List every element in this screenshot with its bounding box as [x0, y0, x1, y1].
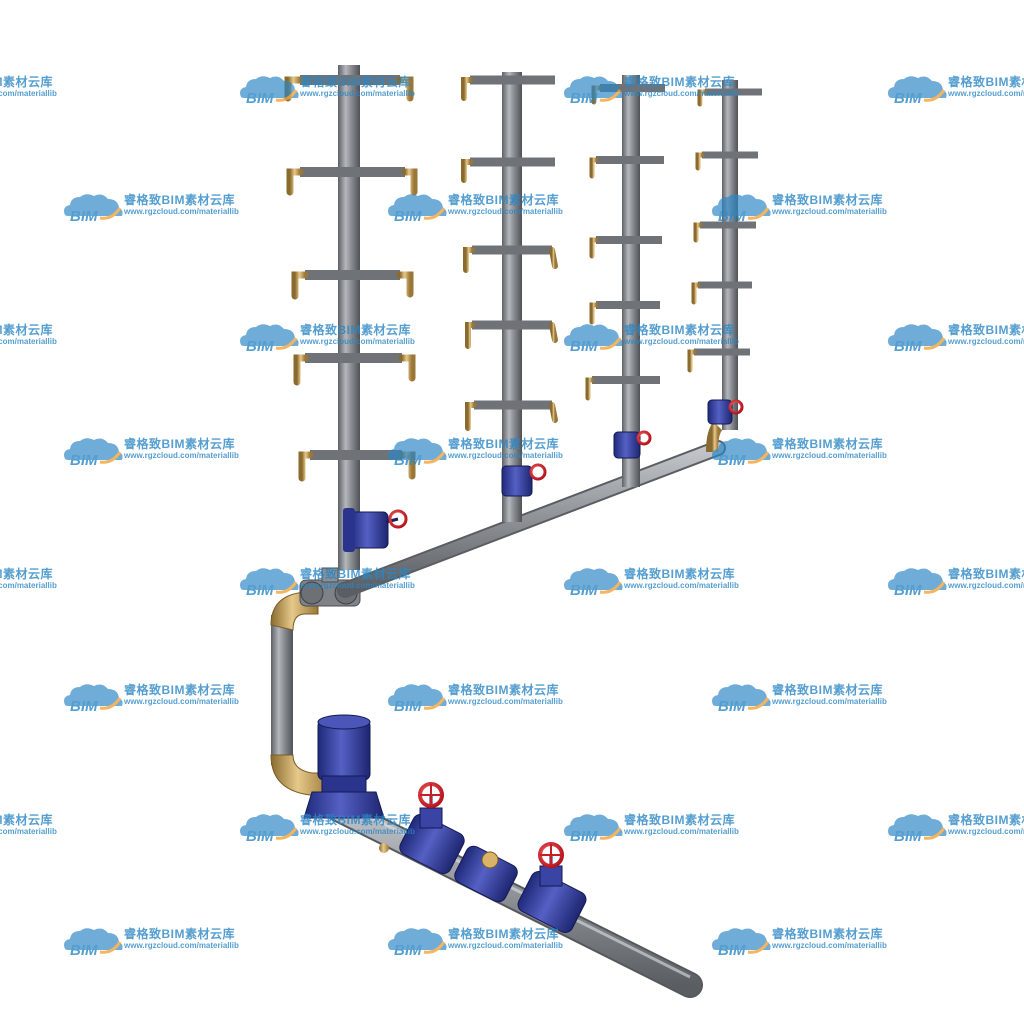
- pump-riser-pipe: [270, 591, 331, 796]
- riser-2: [461, 72, 558, 522]
- riser-2-gate-valve: [501, 463, 547, 497]
- riser-3-gate-valve: [613, 430, 652, 459]
- supply-pipe: [317, 792, 703, 998]
- riser-1: [284, 65, 418, 570]
- riser-2-taps: [461, 75, 558, 431]
- riser-3: [585, 75, 668, 487]
- riser-4-taps: [687, 88, 765, 373]
- riser-4-gate-valve: [707, 399, 744, 425]
- gate-valve-upstream: [399, 782, 465, 875]
- gate-valve-downstream: [517, 842, 587, 933]
- water-meter: [454, 845, 518, 903]
- riser-1-gate-valve: [343, 508, 408, 552]
- riser-4: [687, 80, 765, 430]
- riser-1-taps: [284, 75, 418, 482]
- pump: [303, 714, 389, 853]
